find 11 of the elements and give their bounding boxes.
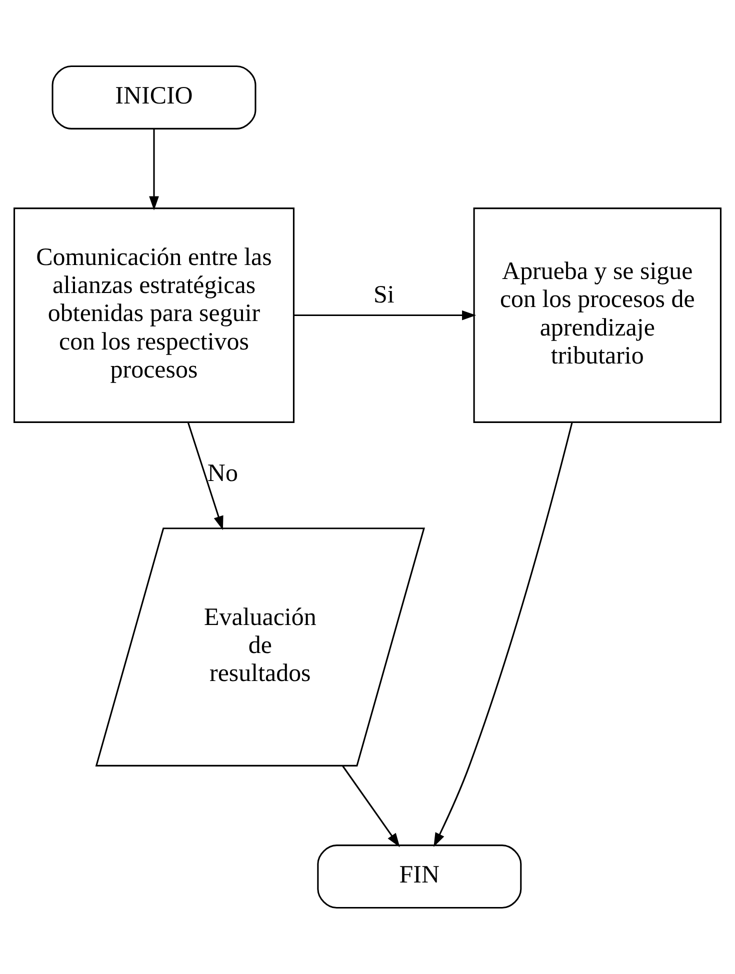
arrow	[187, 422, 224, 530]
arrow	[342, 765, 400, 848]
edge-label: Si	[373, 281, 394, 308]
node-box: FIN	[317, 844, 522, 909]
edge-label: No	[207, 460, 238, 488]
node-box: Aprueba y se sigue con los procesos de aprendizaje tributario	[473, 208, 722, 423]
arrow	[149, 128, 159, 210]
arrow	[434, 422, 573, 847]
node-box: INICIO	[52, 65, 256, 130]
arrow	[294, 310, 476, 320]
node-box: Comunicación entre las alianzas estratégicas obtenidas para seguir con los respectivos procesos	[14, 208, 294, 423]
